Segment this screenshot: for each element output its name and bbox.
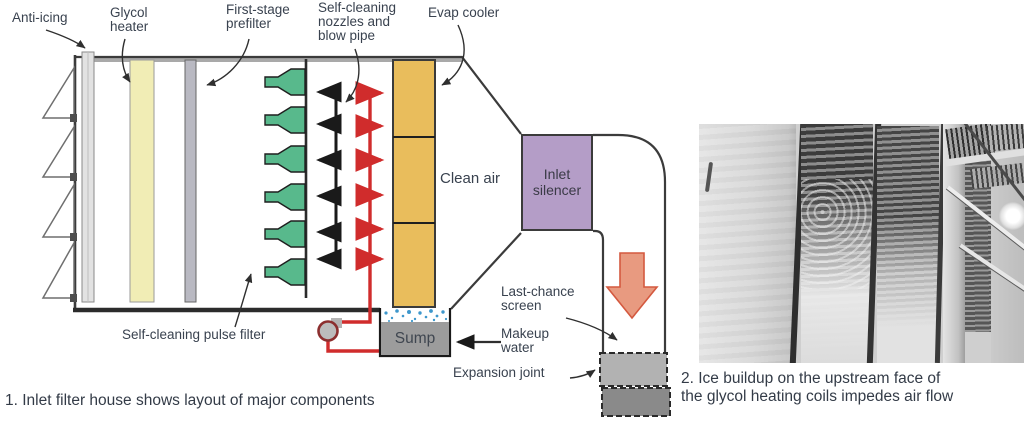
label-expansion-joint: Expansion joint [453, 365, 545, 380]
filter-house-outline [73, 55, 522, 313]
label-last-chance-screen: Last-chance screen [501, 284, 575, 314]
label-first-stage-prefilter: First-stage prefilter [226, 2, 290, 32]
ice-buildup-photo [699, 124, 1024, 363]
glycol-heater-bank [129, 59, 155, 303]
pulse-filter-nozzles [264, 68, 306, 286]
evap-cooler-bank [392, 59, 436, 308]
diagram-caption: 1. Inlet filter house shows layout of ma… [5, 392, 375, 409]
photo-frosted-column [699, 124, 796, 363]
label-glycol-heater: Glycol heater [110, 5, 149, 35]
label-clean-air: Clean air [440, 170, 501, 187]
label-evap-cooler: Evap cooler [428, 5, 500, 20]
down-flow-arrow-icon [605, 252, 659, 320]
right-spray-arrow-icons [326, 81, 385, 353]
last-chance-screen-box [599, 352, 668, 387]
pump-icon [317, 318, 342, 342]
left-pulse-arrow-icons [316, 81, 342, 270]
photo-frost-speckle-1 [801, 179, 873, 289]
label-self-cleaning-pulse-filter: Self-cleaning pulse filter [122, 327, 266, 342]
label-leader-arrows [45, 24, 618, 379]
water-droplet-icons [384, 309, 448, 323]
sump-basin [378, 308, 452, 358]
sump-box: Sump [381, 322, 449, 355]
label-self-cleaning-nozzles: Self-cleaning nozzles and blow pipe [318, 0, 397, 44]
roof-panel [90, 58, 462, 62]
weather-louver-icons [41, 65, 77, 302]
photo-frost-2 [877, 126, 939, 363]
inlet-silencer-box: Inlet silencer [521, 134, 593, 231]
photo-steel-column [943, 124, 965, 363]
prefilter-bank [184, 59, 197, 303]
label-anti-icing: Anti-icing [12, 10, 68, 25]
label-makeup-water: Makeup water [501, 326, 550, 356]
photo-caption: 2. Ice buildup on the upstream face of t… [681, 370, 954, 405]
photo-ceiling-grating-2 [985, 124, 1024, 152]
photo-lamp-glow [999, 202, 1024, 230]
photo-column-stripes [699, 124, 796, 363]
inlet-duct [593, 133, 667, 353]
expansion-joint-box [601, 387, 671, 417]
